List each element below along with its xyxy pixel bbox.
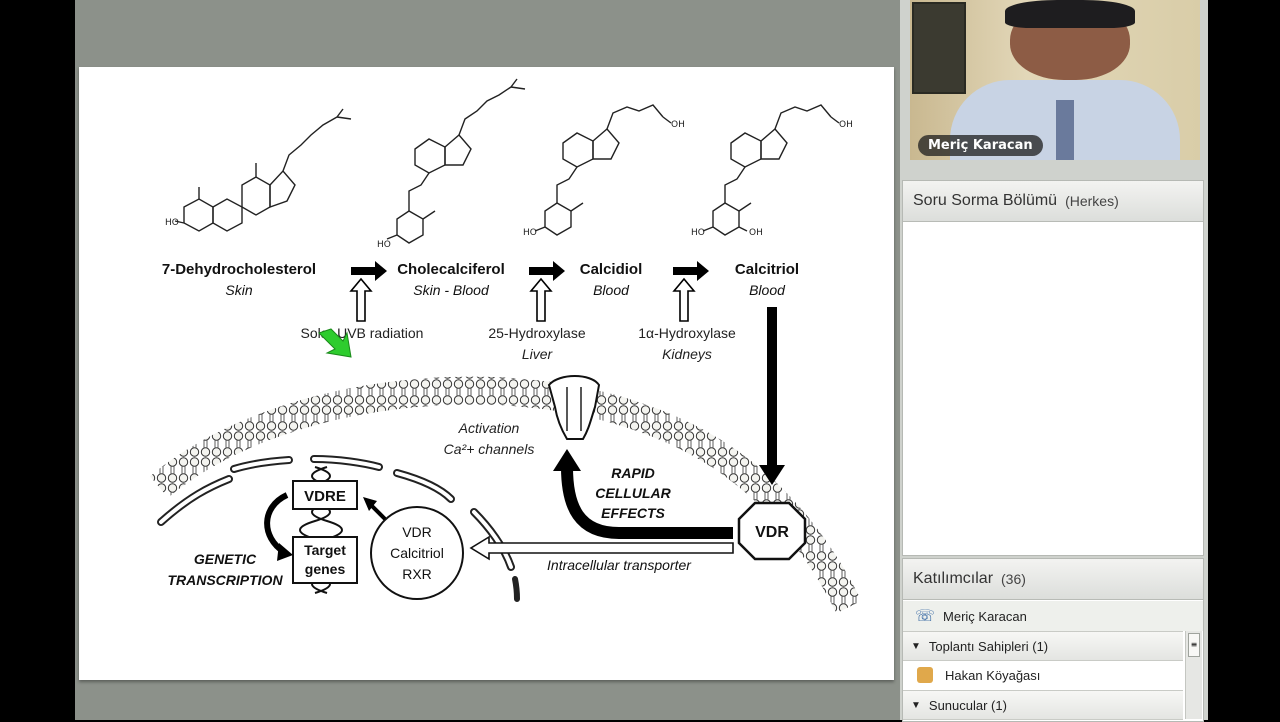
group-label: Toplantı Sahipleri (1) <box>928 638 1049 654</box>
presenter-name-badge: Meriç Karacan <box>918 135 1043 156</box>
vdr-complex-circle <box>370 506 464 600</box>
ca-channel-icon <box>547 375 601 440</box>
nuclear-envelope <box>157 455 520 602</box>
target-genes-label: Target <box>304 542 346 558</box>
complex-label: RXR <box>402 566 432 582</box>
vdre-box <box>292 480 358 510</box>
structure-calcidiol <box>534 104 672 236</box>
attendees-pod-header[interactable]: Katılımcılar (36) <box>903 559 1203 600</box>
attendee-name: Hakan Köyağası <box>945 667 1041 683</box>
ho-label: HO <box>377 240 391 250</box>
qa-pod-title: Soru Sorma Bölümü <box>913 192 1058 209</box>
step-label: 1α-Hydroxylase <box>638 325 736 341</box>
conversion-arrows <box>351 261 709 281</box>
arrow-right <box>529 261 565 281</box>
attendees-pod: Katılımcılar (36) ☏ Meriç Karacan ▼ Topl… <box>902 558 1204 722</box>
presenter-hair <box>1005 0 1135 28</box>
qa-pod-header[interactable]: Soru Sorma Bölümü (Herkes) <box>903 181 1203 222</box>
rapid-arrow <box>561 466 733 539</box>
compound-name: Calcitriol <box>735 261 799 278</box>
qa-pod: Soru Sorma Bölümü (Herkes) <box>902 180 1204 556</box>
hollow-up-arrow <box>529 277 553 322</box>
target-genes-label: genes <box>305 561 346 577</box>
curved-arrow <box>264 492 289 555</box>
compound-site: Blood <box>593 282 630 298</box>
enzyme-arrows <box>349 277 696 322</box>
pointer-cursor-icon <box>318 328 352 358</box>
scrollbar-thumb[interactable]: ≡ <box>1188 633 1200 657</box>
down-arrow-head <box>759 465 785 485</box>
caret-down-icon[interactable]: ▼ <box>911 640 921 652</box>
complex-label: Calcitriol <box>390 545 444 561</box>
vdr-label: VDR <box>755 524 789 541</box>
rapid-label: CELLULAR <box>595 485 671 501</box>
compound-site: Skin - Blood <box>413 282 490 298</box>
complex-label: VDR <box>402 524 432 540</box>
activation-label: Activation <box>458 420 520 436</box>
down-arrow-shaft <box>767 307 777 465</box>
target-genes-box <box>292 536 358 584</box>
group-row-presenters[interactable]: ▼ Sunucular (1) <box>903 690 1183 720</box>
step-label: 25-Hydroxylase <box>488 325 585 341</box>
current-user-name: Meriç Karacan <box>943 608 1027 624</box>
oh-label: OH <box>671 120 685 130</box>
vitamin-d-pathway-diagram: HO HO <box>150 78 862 614</box>
arrow-head <box>363 497 377 511</box>
vdr-octagon <box>737 501 807 561</box>
arrow-right <box>351 261 387 281</box>
qa-pod-scope: (Herkes) <box>1065 193 1119 209</box>
wall-picture <box>912 2 966 94</box>
genetic-label: TRANSCRIPTION <box>167 572 283 588</box>
rapid-arrow-head <box>553 449 581 471</box>
vdre-label: VDRE <box>304 488 346 505</box>
compound-site: Skin <box>225 282 252 298</box>
channels-label: Ca²+ channels <box>444 441 535 457</box>
video-pod[interactable]: Meriç Karacan <box>910 0 1200 160</box>
structure-cholecalciferol <box>386 78 526 244</box>
structure-7-dehydrocholesterol <box>174 108 352 232</box>
hollow-up-arrow <box>349 277 373 322</box>
group-label: Sunucular (1) <box>928 697 1007 713</box>
left-letterbox <box>0 0 75 720</box>
ho-label: HO <box>691 228 705 238</box>
genetic-label: GENETIC <box>194 551 257 567</box>
right-letterbox <box>1208 0 1280 720</box>
presentation-stage: HO HO <box>75 0 900 720</box>
attendees-count: (36) <box>1001 571 1026 587</box>
compound-name: Calcidiol <box>580 261 643 278</box>
group-row-hosts[interactable]: ▼ Toplantı Sahipleri (1) <box>903 631 1183 661</box>
step-site: Kidneys <box>662 346 712 362</box>
step-site: Liver <box>522 346 554 362</box>
compound-site: Blood <box>749 282 786 298</box>
transporter-arrow <box>469 535 734 561</box>
host-user-icon <box>917 667 933 683</box>
current-user-row[interactable]: ☏ Meriç Karacan <box>903 601 1203 631</box>
rapid-label: EFFECTS <box>601 505 665 521</box>
ho-label: HO <box>165 218 179 228</box>
slide: HO HO <box>79 67 894 680</box>
compound-name: Cholecalciferol <box>397 261 505 278</box>
presenter-tie <box>1056 100 1074 160</box>
arrow-head <box>277 543 293 561</box>
compound-name: 7-Dehydrocholesterol <box>162 261 316 278</box>
oh-label: OH <box>749 228 763 238</box>
attendee-row[interactable]: Hakan Köyağası <box>903 661 1183 689</box>
attendees-scrollbar[interactable]: ≡ <box>1185 631 1202 719</box>
caret-down-icon[interactable]: ▼ <box>911 699 921 711</box>
attendees-pod-title: Katılımcılar <box>913 570 994 587</box>
ho-label: HO <box>523 228 537 238</box>
hollow-up-arrow <box>672 277 696 322</box>
transporter-label: Intracellular transporter <box>547 557 692 573</box>
arrow-right <box>673 261 709 281</box>
structure-calcitriol <box>702 104 840 236</box>
phone-icon: ☏ <box>915 608 936 625</box>
oh-label: OH <box>839 120 853 130</box>
rapid-label: RAPID <box>611 465 655 481</box>
